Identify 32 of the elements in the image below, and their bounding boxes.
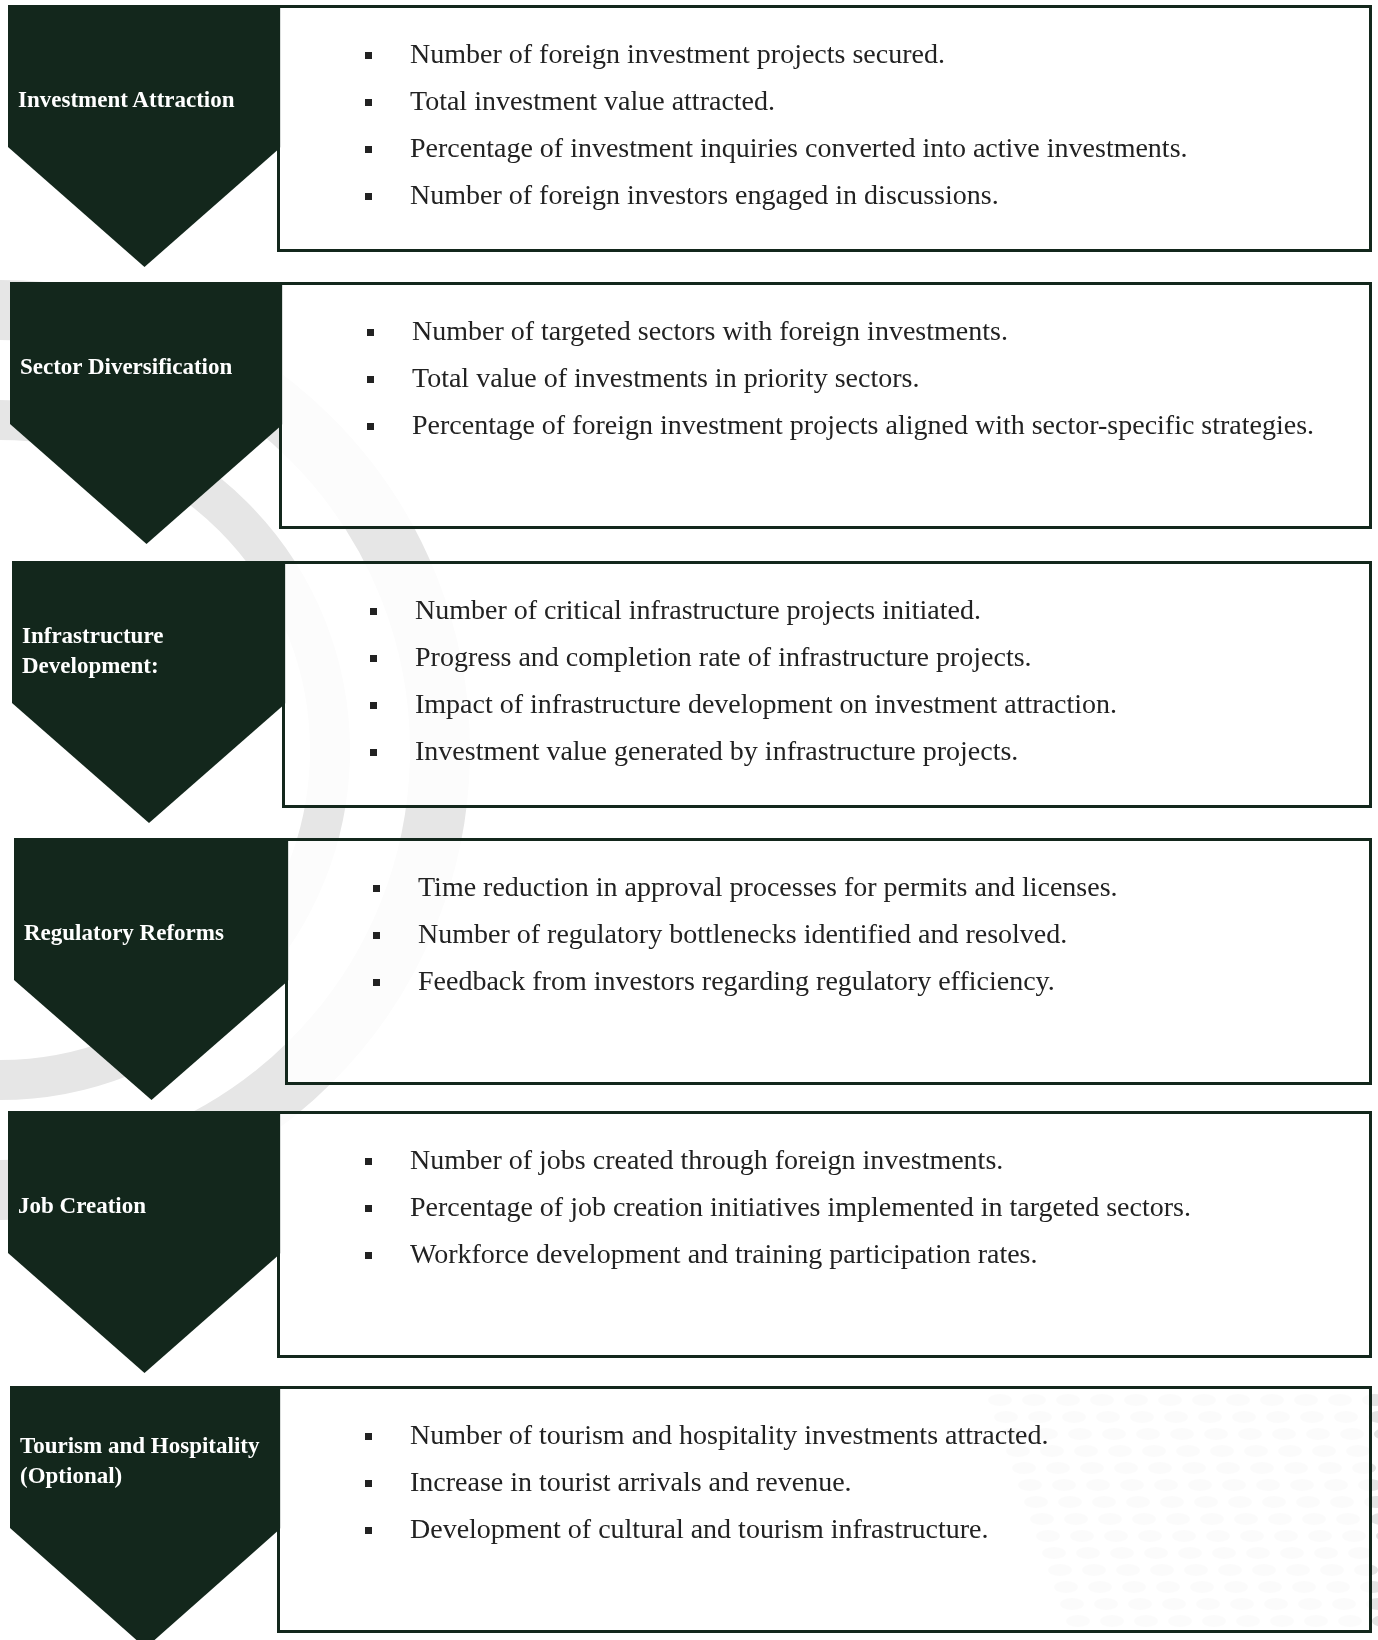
section-title: Regulatory Reforms (24, 919, 225, 947)
text-box (285, 838, 1372, 1085)
bullet-text: Number of tourism and hospitality investments attracted. (410, 1418, 1050, 1452)
text-box (277, 5, 1372, 252)
bullet-text: Percentage of investment inquiries converted into active investments. (410, 131, 1189, 165)
bullet-text: Number of regulatory bottlenecks identified and resolved. (418, 917, 1069, 951)
section-title: Job Creation (18, 1192, 147, 1220)
text-box (279, 282, 1372, 529)
bullet-text: Feedback from investors regarding regulatory efficiency. (418, 964, 1056, 998)
bullet-text: Number of foreign investors engaged in discussions. (410, 178, 1000, 212)
bullet-text: Progress and completion rate of infrastructure projects. (415, 640, 1033, 674)
bullet-text: Number of targeted sectors with foreign investments. (412, 314, 1009, 348)
bullet-text: Number of critical infrastructure projects initiated. (415, 593, 982, 627)
text-box (277, 1386, 1372, 1633)
bullet-text: Percentage of foreign investment projects aligned with sector-specific strategies. (412, 408, 1316, 442)
bullet-text: Development of cultural and tourism infrastructure. (410, 1512, 990, 1546)
bullet-text: Total value of investments in priority sectors. (412, 361, 921, 395)
bullet-text: Number of foreign investment projects secured. (410, 37, 946, 71)
text-box (277, 1111, 1372, 1358)
bullet-text: Number of jobs created through foreign investments. (410, 1143, 1005, 1177)
section-title: Tourism and Hospitality (Optional) (20, 1432, 261, 1490)
text-box (282, 561, 1372, 808)
bullet-text: Percentage of job creation initiatives implemented in targeted sectors. (410, 1190, 1192, 1224)
bullet-text: Investment value generated by infrastructure projects. (415, 734, 1020, 768)
section-title: Investment Attraction (18, 86, 236, 114)
bullet-text: Time reduction in approval processes for permits and licenses. (418, 870, 1119, 904)
bullet-text: Workforce development and training participation rates. (410, 1237, 1039, 1271)
bullet-text: Impact of infrastructure development on investment attraction. (415, 687, 1119, 721)
bullet-text: Total investment value attracted. (410, 84, 776, 118)
section-title: Infrastructure Development: (22, 622, 165, 680)
bullet-text: Increase in tourist arrivals and revenue. (410, 1465, 853, 1499)
section-title: Sector Diversification (20, 353, 234, 381)
